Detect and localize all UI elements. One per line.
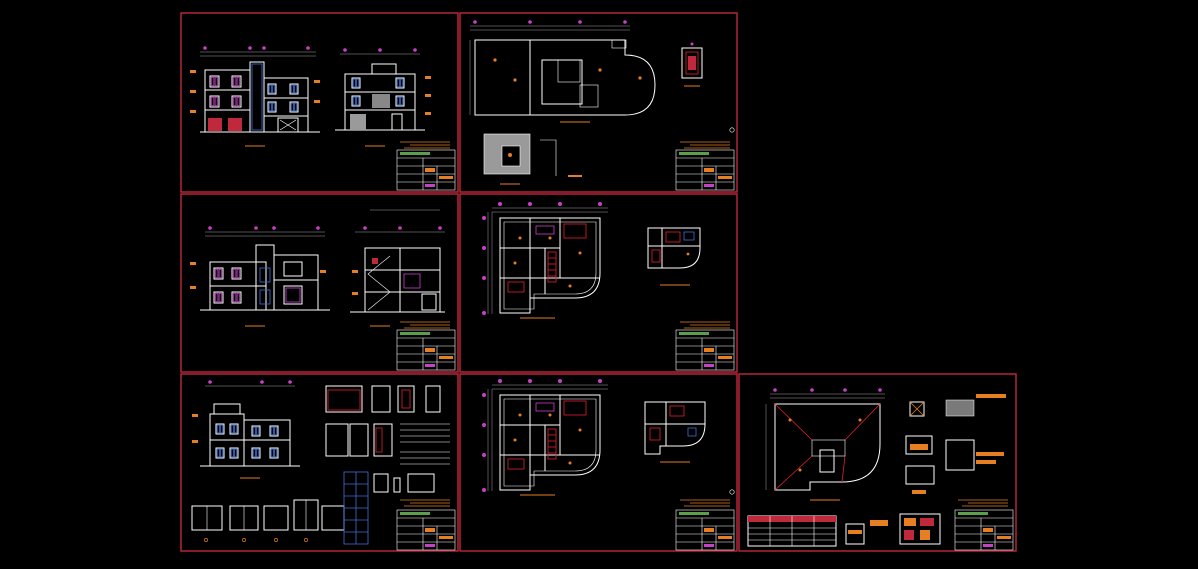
rear-elevation	[192, 380, 300, 479]
chimney-detail	[845, 513, 941, 545]
sheet-first-floor-plan[interactable]	[459, 373, 738, 552]
sheet-ground-floor-plan[interactable]	[459, 193, 738, 373]
key-plan	[681, 42, 703, 87]
furniture-key-plan	[647, 227, 701, 286]
schedule-table	[747, 515, 837, 547]
sheet-details[interactable]	[180, 373, 459, 552]
sheet-elevations[interactable]	[180, 12, 459, 193]
window-schedule	[191, 471, 435, 545]
side-elevation	[335, 48, 431, 147]
roof-details	[905, 394, 1006, 494]
section-a	[190, 226, 330, 327]
sheet-roof-plan[interactable]	[738, 373, 1017, 552]
site-plan-drawing	[469, 20, 656, 123]
sheet-site-plan[interactable]	[459, 12, 738, 193]
front-elevation	[190, 46, 320, 147]
sheet-sections[interactable]	[180, 193, 459, 373]
roof-plan	[765, 388, 885, 501]
site-detail-block	[483, 133, 582, 185]
furniture-key-plan-2	[644, 401, 706, 463]
door-details	[325, 385, 450, 465]
section-b	[350, 209, 445, 327]
